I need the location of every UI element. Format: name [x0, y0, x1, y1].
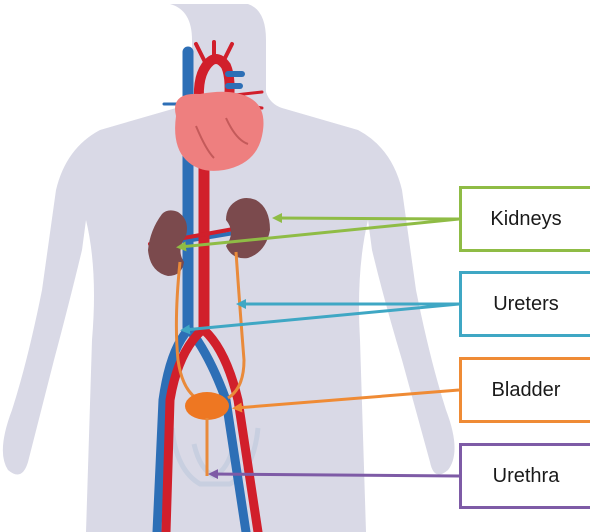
kidneys-label: Kidneys	[459, 186, 590, 252]
kidneys-label-text: Kidneys	[490, 208, 561, 231]
urethra-label: Urethra	[459, 443, 590, 509]
bladder-label: Bladder	[459, 357, 590, 423]
bladder-label-text: Bladder	[492, 379, 561, 402]
urethra-pointer	[212, 474, 459, 476]
urethra-label-text: Urethra	[493, 465, 560, 488]
ureters-label: Ureters	[459, 271, 590, 337]
bladder	[185, 392, 229, 420]
ureters-label-text: Ureters	[493, 293, 559, 316]
